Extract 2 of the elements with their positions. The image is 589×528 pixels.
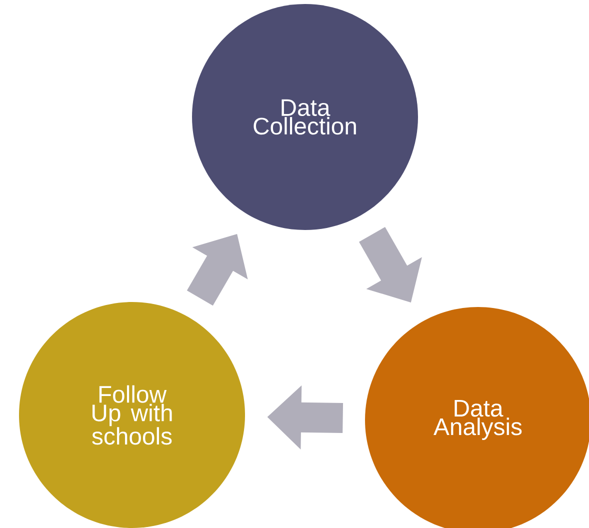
circle-node: Follow Up with schools <box>19 302 245 528</box>
circle-node: Data Collection <box>192 4 418 230</box>
